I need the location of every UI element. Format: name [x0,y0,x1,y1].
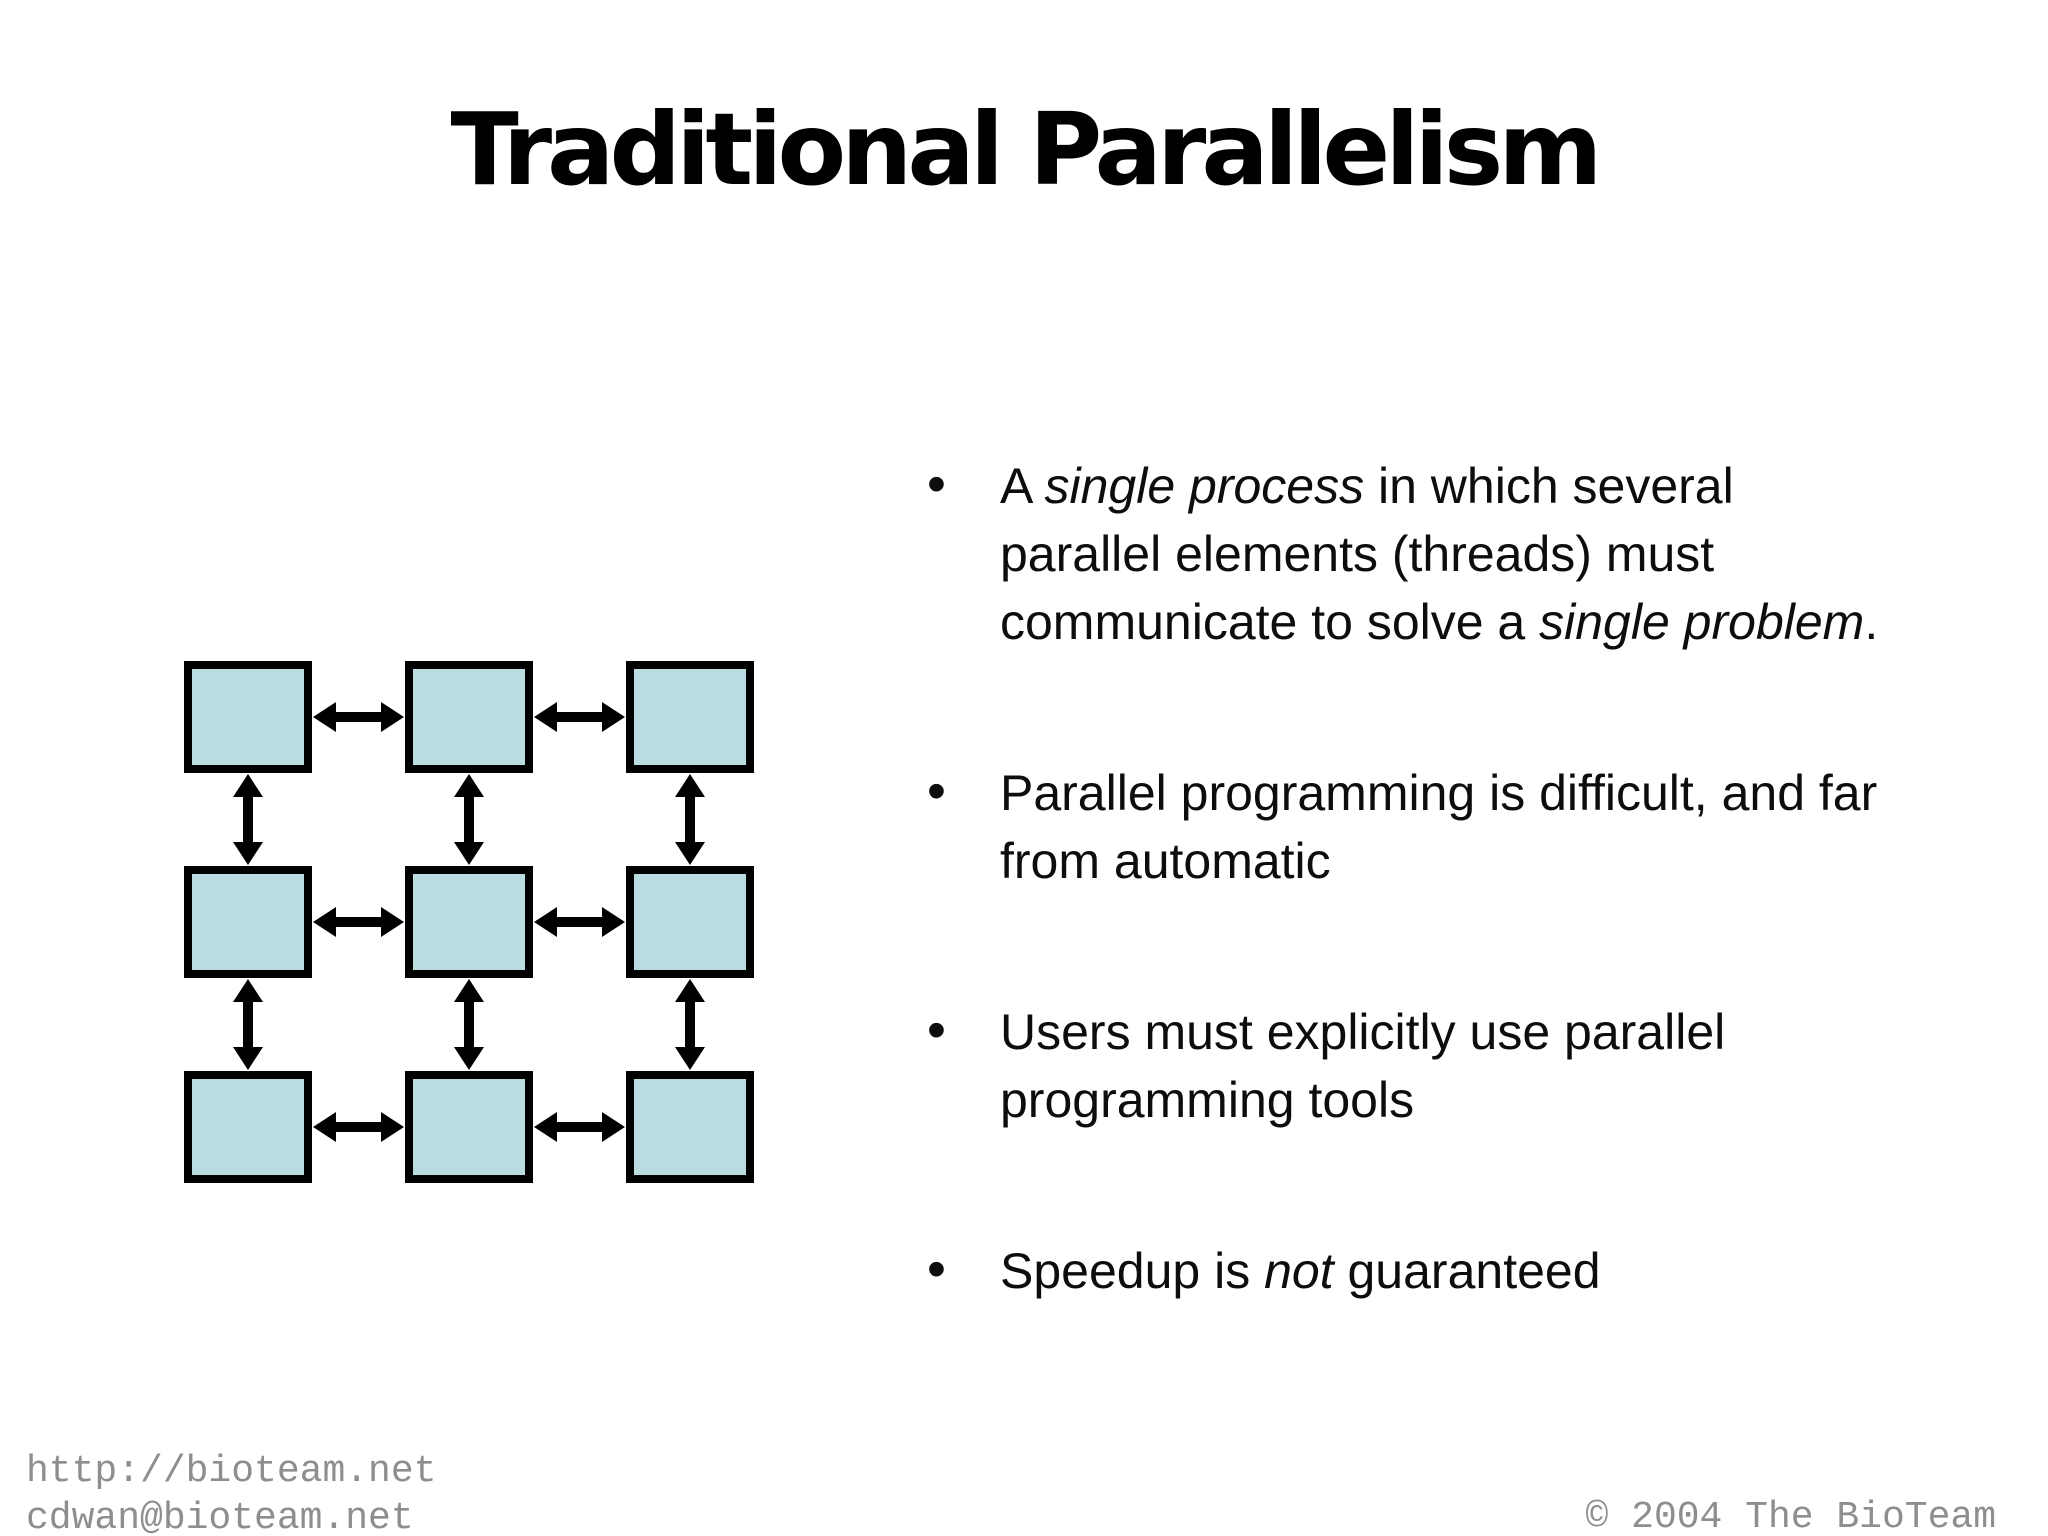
bullet-text: Parallel programming is difficult, and f… [1000,765,1877,889]
emphasized-text: single process [1044,458,1365,514]
horizontal-double-arrow [313,702,404,732]
process-node [626,1071,754,1183]
bullet-dot: • [927,1000,946,1060]
bullet-item: • Speedup is not guaranteed [927,1237,2042,1305]
horizontal-double-arrow [313,1112,404,1142]
vertical-double-arrow [454,979,484,1070]
bullet-dot: • [927,1239,946,1299]
emphasized-text: single problem [1539,594,1865,650]
process-node [405,661,533,773]
slide-title: Traditional Parallelism [450,91,1603,208]
text-run: A [1000,458,1045,514]
process-node [184,866,312,978]
bullet-list: • A single process in which several paral… [927,452,2042,1408]
footer-contact: http://bioteam.net cdwan@bioteam.net [26,1448,436,1536]
horizontal-double-arrow [534,702,625,732]
bullet-dot: • [927,761,946,821]
vertical-double-arrow [233,774,263,865]
vertical-double-arrow [675,979,705,1070]
bullet-dot: • [927,454,946,514]
horizontal-double-arrow [313,907,404,937]
footer-copyright: © 2004 The BioTeam [1585,1496,1996,1536]
process-node [405,1071,533,1183]
text-run: Users must explicitly use parallel progr… [1000,1004,1726,1128]
bullet-text: A single process in which several parall… [1000,458,1878,650]
process-node [405,866,533,978]
vertical-double-arrow [675,774,705,865]
bullet-text: Users must explicitly use parallel progr… [1000,1004,1725,1128]
text-run: Parallel programming is difficult, and f… [1000,765,1878,889]
bullet-text: Speedup is not guaranteed [1000,1243,1601,1299]
emphasized-text: not [1264,1243,1334,1299]
process-node [626,866,754,978]
horizontal-double-arrow [534,1112,625,1142]
footer-url: http://bioteam.net [26,1450,437,1493]
bullet-item: • A single process in which several paral… [927,452,2042,656]
text-run: Speedup is [1000,1243,1265,1299]
thread-grid-diagram [184,661,754,1183]
bullet-item: • Parallel programming is difficult, and … [927,759,2042,895]
horizontal-double-arrow [534,907,625,937]
text-run: . [1864,594,1879,650]
process-node [626,661,754,773]
process-node [184,661,312,773]
text-run: in which several parallel elements (thre… [1000,458,1734,650]
process-node [184,1071,312,1183]
vertical-double-arrow [233,979,263,1070]
vertical-double-arrow [454,774,484,865]
bullet-item: • Users must explicitly use parallel prog… [927,998,2042,1134]
text-run: guaranteed [1333,1243,1601,1299]
footer-email: cdwan@bioteam.net [26,1497,414,1536]
